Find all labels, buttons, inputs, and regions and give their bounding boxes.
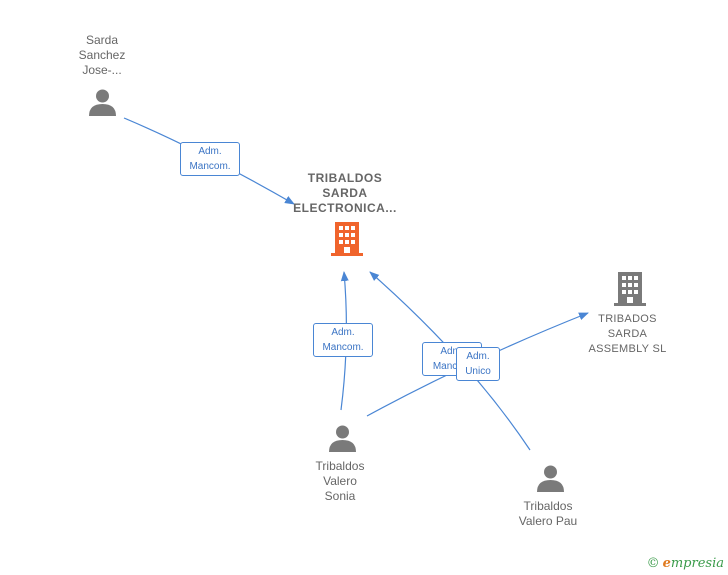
node-label-valero-pau[interactable]: Tribaldos Valero Pau <box>518 499 578 528</box>
edge-label-sonia-to-electronica[interactable]: Adm. Mancom. <box>313 323 373 357</box>
building-icon[interactable] <box>331 222 363 256</box>
edge-label-sonia-to-assembly[interactable]: Adm. Unico <box>456 347 500 381</box>
edge-label-sarda-to-electronica[interactable]: Adm. Mancom. <box>180 142 240 176</box>
brand-initial: e <box>662 556 671 571</box>
person-icon[interactable] <box>328 424 357 452</box>
node-label-tribaldos-electronica[interactable]: TRIBALDOS SARDA ELECTRONICA... <box>293 171 397 215</box>
node-label-sarda-sanchez[interactable]: Sarda Sanchez Jose-... <box>78 33 126 77</box>
building-icon[interactable] <box>614 272 646 306</box>
node-label-valero-sonia[interactable]: Tribaldos Valero Sonia <box>315 459 365 503</box>
copyright-symbol: © <box>646 556 660 571</box>
brand-name: mpresia <box>670 556 724 571</box>
empresia-logo: ©empresia <box>647 556 724 571</box>
person-icon[interactable] <box>536 464 565 492</box>
node-label-tribados-assembly[interactable]: TRIBADOS SARDA ASSEMBLY SL <box>588 313 667 355</box>
person-icon[interactable] <box>88 88 117 116</box>
